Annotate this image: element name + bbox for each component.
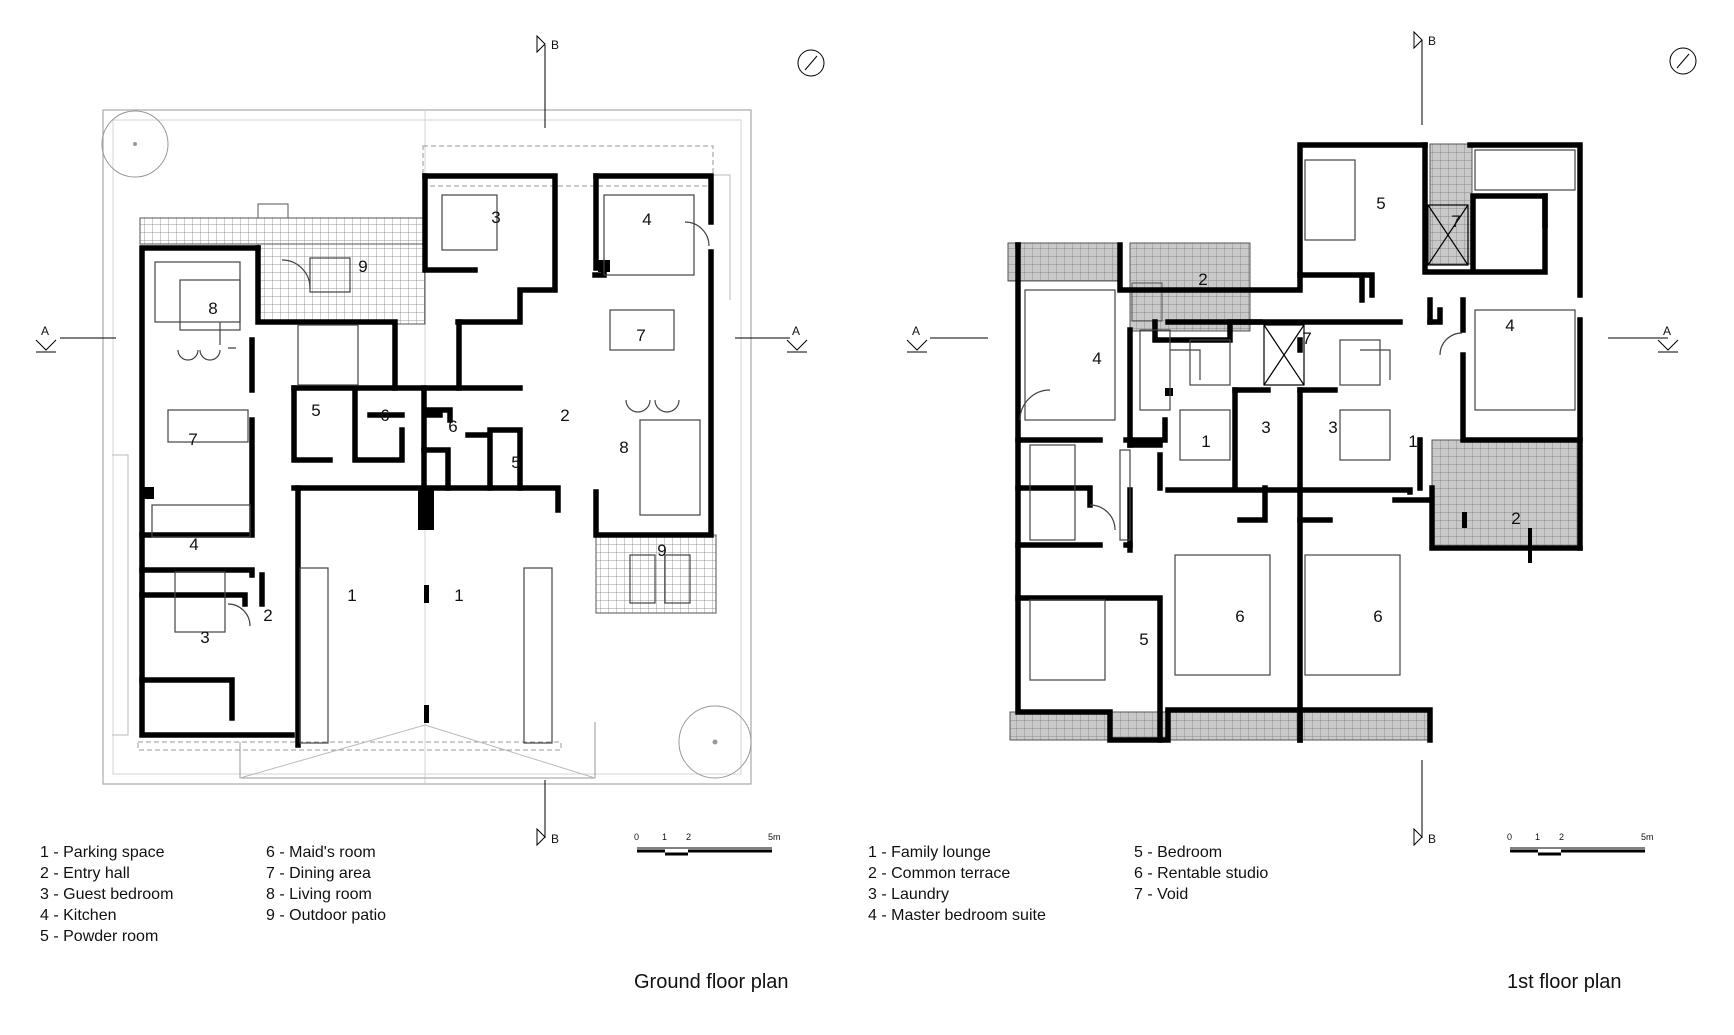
legend-item: 8 - Living room: [266, 886, 372, 903]
room-label: 4: [189, 535, 198, 554]
room-label: 9: [657, 541, 666, 560]
ground-legend-col2: 6 - Maid's room 7 - Dining area 8 - Livi…: [266, 842, 386, 926]
legend-item: 4 - Kitchen: [40, 907, 117, 924]
room-label: 6: [1373, 607, 1382, 626]
room-label: 5: [311, 401, 320, 420]
room-label: 5: [1139, 630, 1148, 649]
section-b-label: B: [551, 832, 559, 846]
legend-item: 9 - Outdoor patio: [266, 907, 387, 924]
scale-label: 1: [662, 832, 667, 842]
room-label: 6: [380, 406, 389, 425]
section-a-label: A: [41, 324, 49, 338]
room-label: 9: [358, 257, 367, 276]
room-label: 2: [263, 606, 272, 625]
room-label: 7: [1451, 212, 1460, 231]
room-label: 1: [1408, 432, 1417, 451]
first-floor-plan: 5 7 2 7 4 4 1 3 3 1 2 5 6 6 B: [906, 30, 1697, 856]
section-b-label: B: [551, 38, 559, 52]
room-label: 4: [1092, 349, 1101, 368]
scale-bar: [637, 847, 772, 856]
room-label: 6: [448, 417, 457, 436]
room-label: 6: [1235, 607, 1244, 626]
legend-item: 1 - Parking space: [40, 844, 165, 861]
room-label: 4: [1505, 316, 1514, 335]
room-label: 1: [347, 586, 356, 605]
scale-label: 2: [1559, 832, 1564, 842]
first-legend-col2: 5 - Bedroom 6 - Rentable studio 7 - Void: [1134, 842, 1268, 905]
room-label: 8: [208, 299, 217, 318]
room-label: 7: [188, 430, 197, 449]
scale-label: 5m: [1641, 832, 1654, 842]
ground-floor-plan: 9 8 3 4 7 5 6 6 2 5 8 7 4 1 1 9 3 2: [35, 34, 825, 856]
legend-item: 7 - Void: [1134, 886, 1189, 903]
room-label: 8: [619, 438, 628, 457]
legend-item: 3 - Laundry: [868, 886, 949, 903]
room-label: 7: [1302, 329, 1311, 348]
scale-label: 5m: [768, 832, 781, 842]
first-floor-title: 1st floor plan: [1507, 971, 1622, 993]
legend-item: 7 - Dining area: [266, 865, 371, 882]
room-label: 5: [1376, 194, 1385, 213]
scale-label: 0: [1507, 832, 1512, 842]
section-b-label: B: [1428, 34, 1436, 48]
legend-item: 6 - Maid's room: [266, 844, 376, 861]
room-label: 2: [1198, 270, 1207, 289]
scale-bar: [1510, 847, 1645, 856]
room-label: 7: [636, 326, 645, 345]
legend-item: 2 - Entry hall: [40, 865, 130, 882]
first-legend-col1: 1 - Family lounge 2 - Common terrace 3 -…: [868, 842, 1046, 926]
section-a-label: A: [1663, 324, 1671, 338]
room-label: 3: [1261, 418, 1270, 437]
legend-item: 3 - Guest bedroom: [40, 886, 174, 903]
legend-item: 6 - Rentable studio: [1134, 865, 1269, 882]
scale-label: 2: [686, 832, 691, 842]
legend-item: 5 - Bedroom: [1134, 844, 1223, 861]
room-label: 3: [200, 628, 209, 647]
room-label: 2: [1511, 509, 1520, 528]
legend-item: 5 - Powder room: [40, 928, 159, 945]
scale-label: 1: [1535, 832, 1540, 842]
room-label: 3: [491, 208, 500, 227]
section-a-label: A: [912, 324, 920, 338]
room-label: 1: [1201, 432, 1210, 451]
legend-item: 4 - Master bedroom suite: [868, 907, 1046, 924]
room-label: 5: [511, 453, 520, 472]
legend-item: 1 - Family lounge: [868, 844, 991, 861]
ground-legend-col1: 1 - Parking space 2 - Entry hall 3 - Gue…: [40, 842, 173, 947]
section-b-label: B: [1428, 832, 1436, 846]
scale-label: 0: [634, 832, 639, 842]
ground-floor-title: Ground floor plan: [634, 971, 789, 993]
section-a-label: A: [792, 324, 800, 338]
room-label: 3: [1328, 418, 1337, 437]
room-label: 1: [454, 586, 463, 605]
room-label: 4: [642, 210, 651, 229]
room-label: 2: [560, 406, 569, 425]
legend-item: 2 - Common terrace: [868, 865, 1011, 882]
